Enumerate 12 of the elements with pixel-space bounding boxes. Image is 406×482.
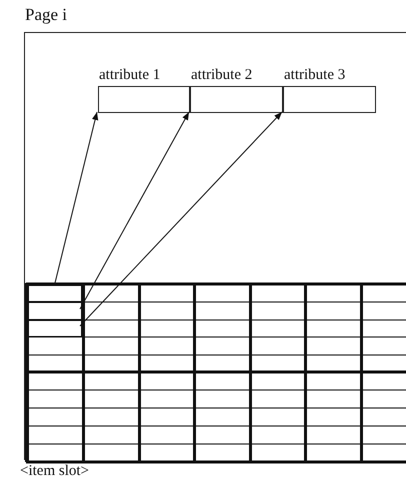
slot-grid [25, 283, 406, 462]
arrow [80, 112, 282, 326]
slot-row [27, 285, 82, 302]
slot-row [27, 302, 82, 320]
attribute-label: attribute 1 [99, 66, 160, 84]
page-title: Page i [25, 6, 68, 24]
attribute-label: attribute 2 [191, 66, 252, 84]
attribute-label: attribute 3 [284, 66, 346, 84]
arrow [54, 112, 98, 284]
arrow [80, 112, 190, 310]
slot-caption: <item slot> [20, 462, 90, 480]
slot-row [27, 320, 82, 337]
